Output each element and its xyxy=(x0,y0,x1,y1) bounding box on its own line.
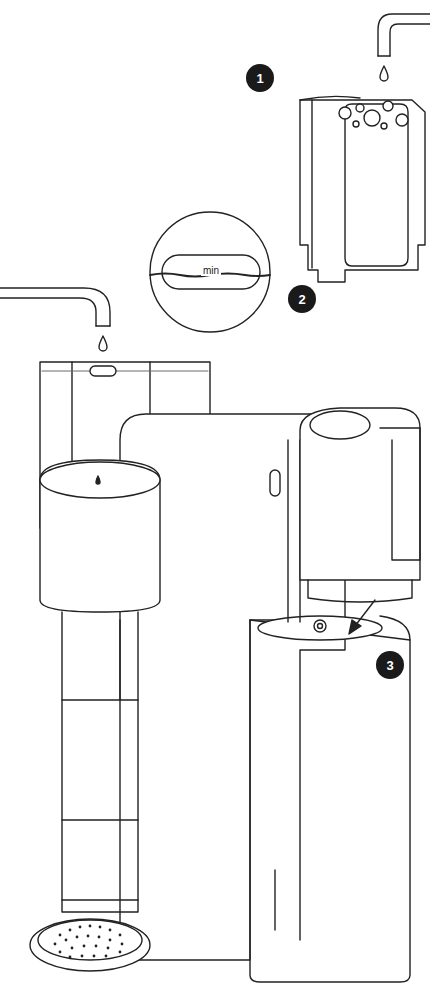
callout-text: 3 xyxy=(386,658,393,673)
insert-arrow xyxy=(349,600,375,634)
callout-number: 3 xyxy=(376,651,404,679)
level-label: min xyxy=(201,265,221,276)
faucet-2 xyxy=(0,288,110,351)
callout-text: 2 xyxy=(298,292,305,307)
water-jug xyxy=(300,408,420,602)
callout-text: 1 xyxy=(256,71,263,86)
callout-number: 1 xyxy=(246,64,274,92)
faucet-1 xyxy=(378,14,430,81)
magnifier xyxy=(150,212,270,332)
container-rinse xyxy=(300,96,425,282)
callout-number: 2 xyxy=(288,285,316,313)
